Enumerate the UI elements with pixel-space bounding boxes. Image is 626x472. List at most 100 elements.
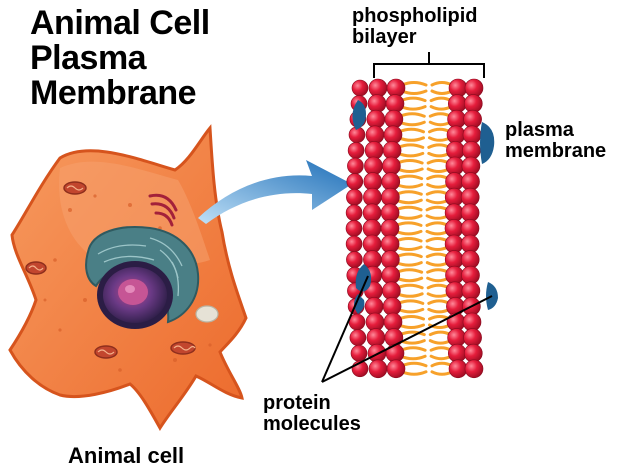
lipid-head bbox=[464, 95, 482, 113]
lipid-head bbox=[446, 141, 464, 159]
lipid-head bbox=[367, 329, 385, 347]
label-protein-molecules: protein molecules bbox=[263, 393, 361, 435]
lipid-tail bbox=[427, 207, 448, 210]
lipid-head bbox=[384, 313, 402, 331]
lipid-head bbox=[348, 142, 364, 158]
lipid-tail bbox=[398, 301, 423, 304]
lipid-tail bbox=[396, 263, 421, 266]
lipid-tail bbox=[401, 107, 425, 110]
lipid-head bbox=[461, 235, 479, 253]
lipid-tail bbox=[427, 254, 448, 257]
lipid-tail bbox=[396, 216, 421, 219]
lipid-tail bbox=[430, 114, 450, 117]
lipid-tail bbox=[432, 83, 452, 86]
lipid-head bbox=[463, 313, 481, 331]
lipid-tail bbox=[402, 91, 426, 94]
lipid-head bbox=[381, 204, 399, 222]
zoom-arrow bbox=[198, 160, 352, 224]
lipid-head bbox=[446, 266, 464, 284]
lipid-head bbox=[382, 282, 400, 300]
lipid-head bbox=[462, 157, 480, 175]
lipid-head bbox=[448, 110, 466, 128]
lipid-head bbox=[464, 110, 482, 128]
lipid-tail bbox=[398, 153, 423, 156]
lipid-tail bbox=[399, 138, 424, 141]
lipid-tail bbox=[397, 285, 422, 288]
lipid-tail bbox=[396, 239, 421, 242]
lipid-tail bbox=[397, 176, 422, 179]
lipid-tail bbox=[400, 114, 424, 117]
lipid-tail bbox=[432, 363, 452, 366]
lipid-head bbox=[346, 252, 362, 268]
label-phospholipid-bilayer: phospholipid bilayer bbox=[352, 6, 478, 48]
lipid-head bbox=[385, 110, 403, 128]
lipid-head bbox=[462, 266, 480, 284]
lipid-head bbox=[445, 188, 463, 206]
lipid-head bbox=[346, 189, 362, 205]
lipid-tail bbox=[428, 161, 449, 164]
lipid-head bbox=[446, 173, 464, 191]
animal-cell bbox=[10, 128, 246, 428]
lipid-head bbox=[381, 219, 399, 237]
lipid-head bbox=[447, 126, 465, 144]
lipid-head bbox=[363, 251, 381, 269]
lipid-head bbox=[369, 79, 387, 97]
lipid-tail bbox=[402, 372, 426, 375]
lipid-tail bbox=[428, 285, 449, 288]
lipid-tail bbox=[397, 185, 422, 188]
protein-molecule bbox=[480, 122, 494, 164]
lipid-head bbox=[448, 344, 466, 362]
lipid-tail bbox=[431, 107, 451, 110]
lipid-tail bbox=[430, 341, 450, 344]
lipid-tail bbox=[397, 169, 422, 172]
lipid-tail bbox=[397, 270, 422, 273]
lipid-tail bbox=[427, 263, 448, 266]
lipid-head bbox=[366, 126, 384, 144]
lipid-tail bbox=[399, 325, 424, 328]
lipid-tail bbox=[396, 223, 421, 226]
lipid-tail bbox=[430, 138, 451, 141]
lipid-head bbox=[383, 141, 401, 159]
lipid-head bbox=[462, 173, 480, 191]
lipid-head bbox=[351, 345, 367, 361]
lipid-tail bbox=[401, 348, 425, 351]
lipid-tail bbox=[428, 169, 449, 172]
lipid-head bbox=[387, 360, 405, 378]
lipid-tail bbox=[431, 98, 451, 101]
lipid-tail bbox=[429, 145, 450, 148]
lipid-head bbox=[445, 204, 463, 222]
lipid-head bbox=[352, 80, 368, 96]
lipid-tail bbox=[401, 356, 425, 359]
lipid-head bbox=[461, 204, 479, 222]
lipid-head bbox=[461, 188, 479, 206]
lipid-head bbox=[346, 236, 362, 252]
lipid-tail bbox=[430, 129, 451, 132]
lipid-head bbox=[462, 282, 480, 300]
lipid-head bbox=[364, 173, 382, 191]
lipid-head bbox=[446, 297, 464, 315]
lipid-head bbox=[366, 313, 384, 331]
lipid-head bbox=[381, 251, 399, 269]
lipid-tail bbox=[397, 161, 422, 164]
lipid-tail bbox=[429, 153, 450, 156]
lipid-head bbox=[382, 266, 400, 284]
lipid-head bbox=[369, 360, 387, 378]
lipid-head bbox=[449, 79, 467, 97]
lipid-head bbox=[384, 126, 402, 144]
lipid-head bbox=[383, 297, 401, 315]
lipid-head bbox=[385, 329, 403, 347]
lipid-head bbox=[445, 235, 463, 253]
lipid-head bbox=[386, 95, 404, 113]
lipid-tail bbox=[430, 122, 450, 125]
lipid-head bbox=[382, 173, 400, 191]
lipid-head bbox=[448, 95, 466, 113]
lipid-tail bbox=[396, 200, 421, 203]
lipid-tail bbox=[431, 348, 451, 351]
lipid-tail bbox=[396, 231, 421, 234]
lipid-tail bbox=[432, 372, 452, 375]
lipid-tail bbox=[428, 278, 449, 281]
lipid-head bbox=[445, 219, 463, 237]
lipid-tail bbox=[396, 247, 421, 250]
lipid-head bbox=[464, 344, 482, 362]
lipid-tail bbox=[428, 176, 449, 179]
